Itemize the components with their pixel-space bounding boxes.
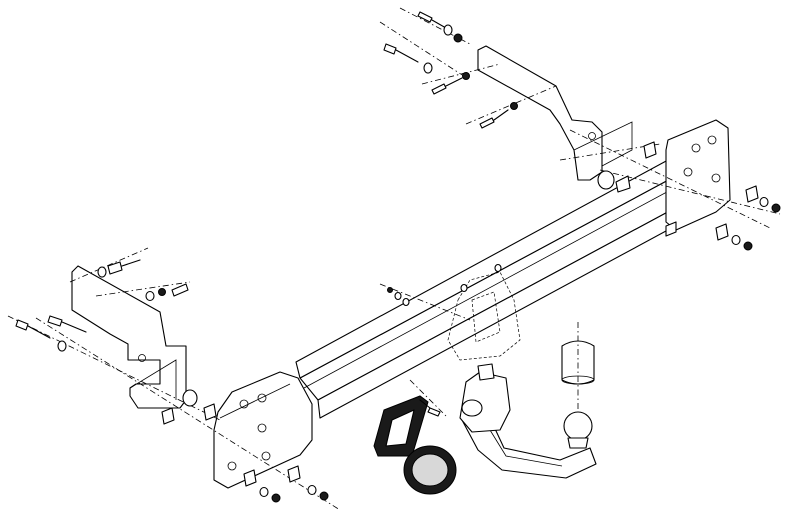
- electrical-socket: [403, 445, 457, 495]
- tow-ball-neck: [461, 417, 597, 479]
- center-hidden-bracket: [447, 271, 521, 361]
- coupling-block: [459, 363, 511, 433]
- washer-nut-group-left: [161, 389, 329, 503]
- bolt-group-top-left: [15, 259, 189, 352]
- ball-cover-cap: [561, 322, 595, 410]
- right-end-plate: [665, 119, 731, 231]
- small-fasteners-center: [387, 263, 502, 417]
- crossbar-beam: [295, 159, 691, 419]
- left-end-plate: [213, 371, 313, 489]
- right-side-bracket: [477, 45, 633, 181]
- tow-ball: [563, 411, 593, 449]
- washer-nut-group-right: [597, 141, 781, 251]
- left-side-bracket: [71, 265, 187, 409]
- socket-mount-plate: [373, 395, 429, 457]
- bolt-group-top-right: [383, 11, 518, 129]
